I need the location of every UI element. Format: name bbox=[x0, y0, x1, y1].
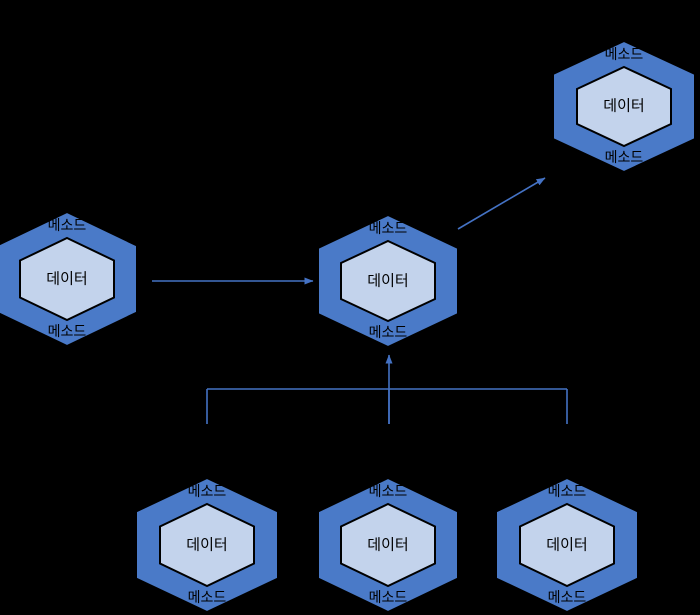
object-top-right[interactable]: 메소드 데이터 메소드 bbox=[552, 39, 696, 174]
object-data-label: 데이터 bbox=[186, 536, 227, 554]
object-bottom-right[interactable]: 메소드 데이터 메소드 bbox=[495, 476, 639, 614]
object-data-label: 데이터 bbox=[367, 536, 408, 554]
object-bottom-method-label: 메소드 bbox=[548, 590, 587, 606]
object-bottom-method-label: 메소드 bbox=[605, 150, 644, 166]
object-data-label: 데이터 bbox=[46, 270, 87, 288]
arrow-center-to-top-right bbox=[457, 177, 546, 230]
object-bottom-center[interactable]: 메소드 데이터 메소드 bbox=[317, 476, 459, 614]
hexagon-inner-core bbox=[159, 502, 255, 588]
object-bottom-method-label: 메소드 bbox=[369, 325, 408, 341]
hexagon-inner-core bbox=[519, 502, 615, 588]
object-top-method-label: 메소드 bbox=[188, 484, 227, 500]
object-bottom-method-label: 메소드 bbox=[48, 324, 87, 340]
object-top-method-label: 메소드 bbox=[605, 47, 644, 63]
connector-layer bbox=[152, 177, 568, 424]
hexagon-inner-core bbox=[340, 239, 436, 323]
object-top-method-label: 메소드 bbox=[548, 484, 587, 500]
object-bottom-left[interactable]: 메소드 데이터 메소드 bbox=[135, 476, 279, 614]
hexagon-inner-core bbox=[576, 65, 672, 148]
object-center[interactable]: 메소드 데이터 메소드 bbox=[317, 213, 459, 349]
object-data-label: 데이터 bbox=[367, 272, 408, 290]
hexagon-inner-core bbox=[340, 502, 436, 588]
hexagon-inner-core bbox=[19, 236, 115, 322]
object-bottom-method-label: 메소드 bbox=[369, 590, 408, 606]
object-bottom-method-label: 메소드 bbox=[188, 590, 227, 606]
object-data-label: 데이터 bbox=[546, 536, 587, 554]
object-top-method-label: 메소드 bbox=[48, 218, 87, 234]
object-left[interactable]: 메소드 데이터 메소드 bbox=[0, 210, 138, 348]
object-top-method-label: 메소드 bbox=[369, 484, 408, 500]
object-top-method-label: 메소드 bbox=[369, 221, 408, 237]
object-data-label: 데이터 bbox=[603, 97, 644, 115]
